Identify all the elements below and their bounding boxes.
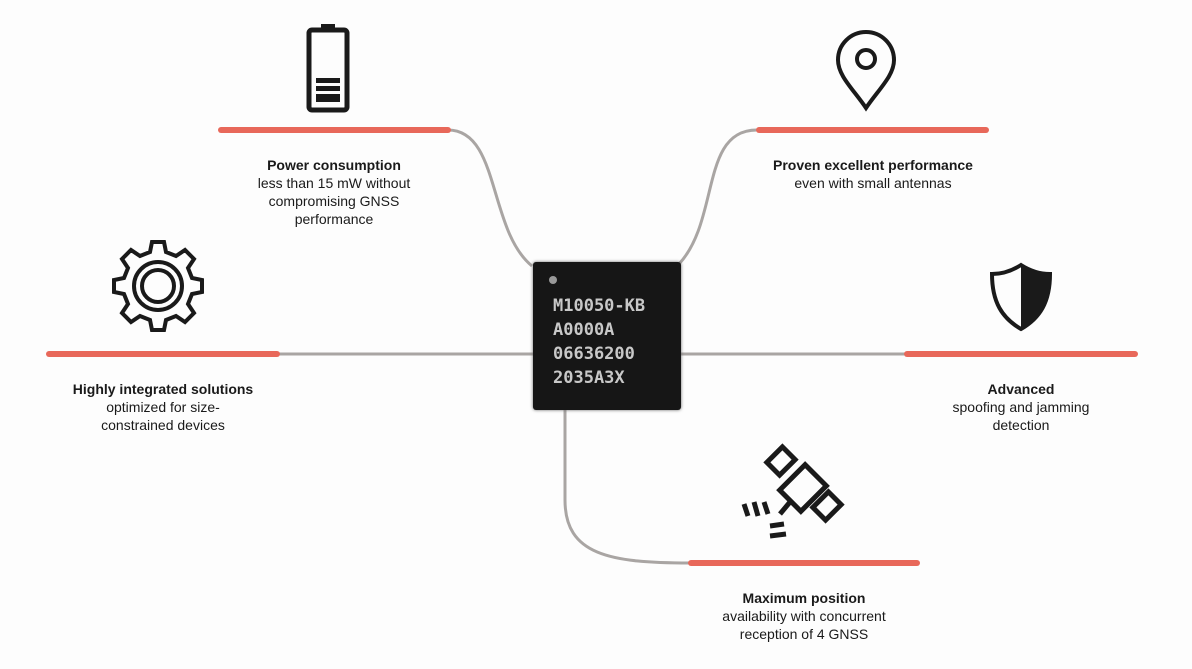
caption-availability: Maximum position availability with concu… [674, 589, 934, 643]
caption-title: Power consumption [267, 157, 401, 173]
satellite-icon [741, 443, 845, 539]
chip-marking: 06636200 [553, 344, 635, 364]
caption-text: less than 15 mW without [257, 175, 411, 191]
caption-text: constrained devices [101, 417, 225, 433]
gnss-chip: M10050-KB A0000A 06636200 2035A3X [533, 262, 681, 410]
caption-text: availability with concurrent [722, 608, 886, 624]
caption-title: Maximum position [742, 590, 866, 606]
caption-text: reception of 4 GNSS [739, 626, 869, 642]
connector-power [447, 128, 533, 268]
location-pin-icon [835, 30, 897, 112]
pin1-marker [549, 276, 557, 284]
caption-title: Highly integrated solutions [72, 381, 254, 397]
caption-text: performance [294, 211, 374, 227]
chip-marking: M10050-KB [553, 296, 646, 316]
chip-marking: 2035A3X [553, 368, 625, 388]
caption-text: even with small antennas [794, 175, 952, 191]
chip-marking: A0000A [553, 320, 615, 340]
caption-text: compromising GNSS [268, 193, 400, 209]
caption-text: detection [992, 417, 1050, 433]
caption-title: Proven excellent performance [773, 157, 973, 173]
caption-power: Power consumption less than 15 mW withou… [214, 156, 454, 228]
caption-performance: Proven excellent performance even with s… [738, 156, 1008, 192]
battery-icon [306, 24, 350, 113]
caption-text: spoofing and jamming [952, 399, 1090, 415]
connector-availability [563, 410, 691, 565]
caption-integration: Highly integrated solutions optimized fo… [33, 380, 293, 434]
caption-security: Advanced spoofing and jamming detection [891, 380, 1151, 434]
caption-text: optimized for size- [106, 399, 220, 415]
connector-performance [677, 128, 758, 266]
shield-icon [989, 262, 1053, 332]
gear-icon [112, 240, 204, 332]
caption-title: Advanced [987, 381, 1055, 397]
